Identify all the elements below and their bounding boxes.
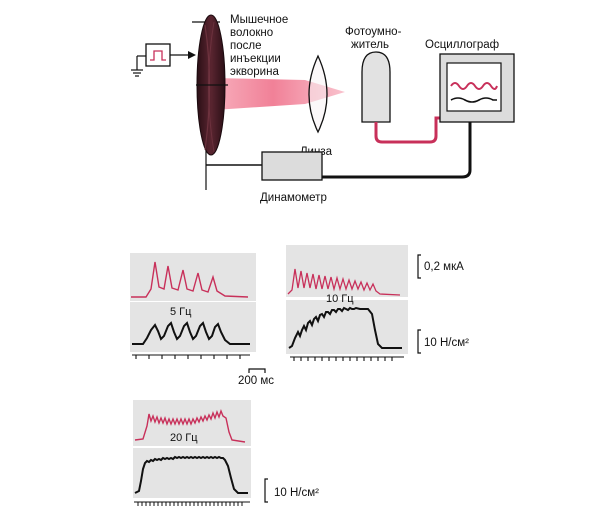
pmt-label-line-2: житель xyxy=(351,39,389,51)
oscilloscope-label: Осциллограф xyxy=(425,39,499,51)
panel-20hz-light-trace xyxy=(134,408,246,443)
panel-10hz: 10 Гц xyxy=(286,245,408,361)
time-scale-label: 200 мс xyxy=(238,375,274,387)
fiber-label-line-2: волокно xyxy=(230,27,273,39)
panel-5hz-light-screen xyxy=(130,253,256,301)
panel-10hz-stim-ticks xyxy=(290,356,404,361)
panel-5hz-light-trace xyxy=(131,261,249,298)
panel-10hz-freq: 10 Гц xyxy=(326,293,354,305)
stimulator xyxy=(131,43,196,77)
panel-10hz-light-trace xyxy=(287,268,401,296)
fiber-label-line-4: инъекции xyxy=(230,53,281,65)
photomultiplier xyxy=(361,51,391,123)
force-scale-label-top: 10 Н/см² xyxy=(424,337,469,349)
light-scale-bar: 0,2 мкА xyxy=(417,254,464,279)
force-scale-bar-top: 10 Н/см² xyxy=(417,329,469,354)
panel-5hz-stim-ticks xyxy=(132,354,250,359)
panel-10hz-force-trace xyxy=(288,306,402,349)
arrow-icon xyxy=(188,51,196,59)
fiber-label-line-5: экворина xyxy=(230,66,279,78)
dynamometer-label: Динамометр xyxy=(260,192,327,204)
pmt-label-line-1: Фотоумно- xyxy=(345,26,402,38)
panel-5hz-freq: 5 Гц xyxy=(170,306,192,318)
scope-light-trace xyxy=(450,82,498,90)
light-scale-label: 0,2 мкА xyxy=(424,261,464,273)
pulse-icon xyxy=(150,50,166,61)
panel-20hz-force-screen xyxy=(133,448,251,498)
panel-20hz: 20 Гц xyxy=(133,400,251,506)
fiber-label-line-1: Мышечное xyxy=(230,14,288,26)
panel-20hz-force-trace xyxy=(134,455,248,494)
force-scale-bar-bottom: 10 Н/см² xyxy=(264,478,319,503)
oscilloscope: Осциллограф xyxy=(425,39,515,123)
fiber-label-line-3: после xyxy=(230,40,261,52)
panel-10hz-light-screen xyxy=(286,245,408,297)
apparatus: Мышечное волокно после инъекции экворина… xyxy=(131,14,515,204)
fiber-label: Мышечное волокно после инъекции экворина xyxy=(230,14,288,78)
panel-20hz-stim-ticks xyxy=(134,501,250,506)
dynamometer xyxy=(261,151,323,181)
scope-force-trace xyxy=(450,97,497,103)
panel-20hz-freq: 20 Гц xyxy=(170,432,198,444)
force-scale-label-bottom: 10 Н/см² xyxy=(274,487,319,499)
recordings: 5 Гц 10 Гц xyxy=(130,245,469,506)
panel-5hz: 5 Гц xyxy=(130,253,256,359)
panel-5hz-force-trace xyxy=(132,321,250,345)
lens xyxy=(308,54,328,134)
time-scale-bar: 200 мс xyxy=(238,368,274,387)
